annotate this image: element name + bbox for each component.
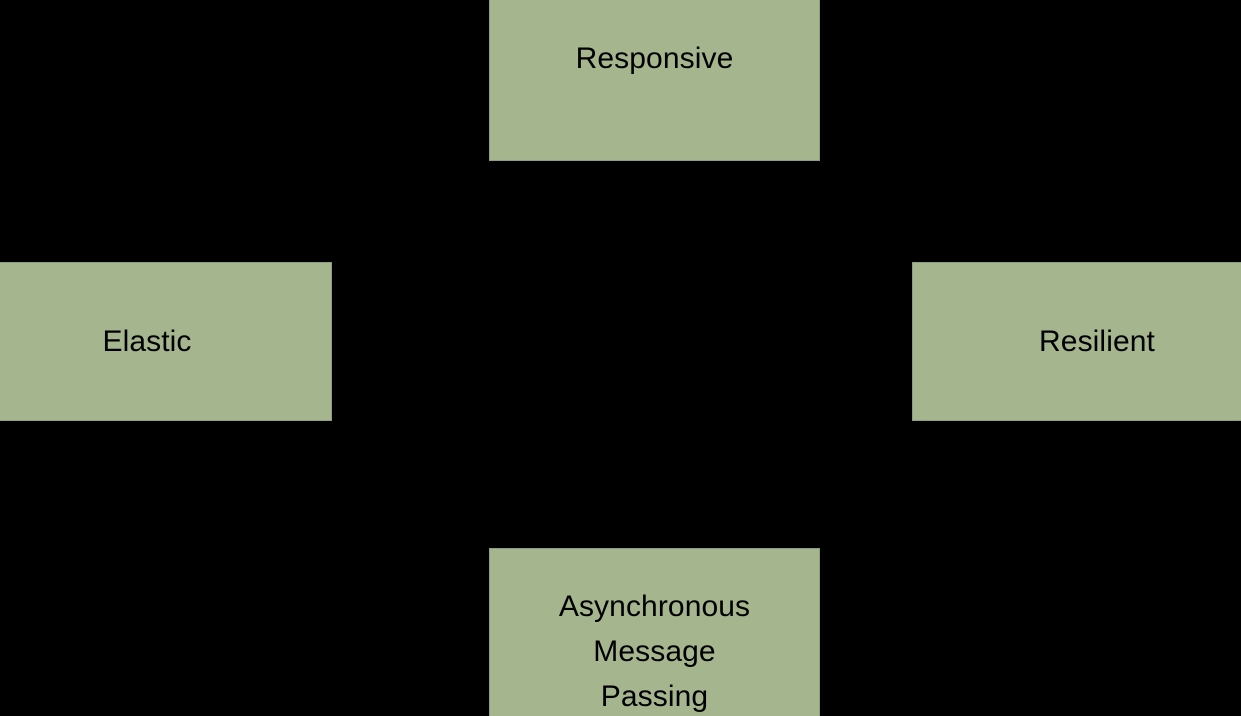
connector-elastic-top — [165, 243, 168, 265]
connector-resilient-left — [892, 339, 914, 342]
node-elastic[interactable]: Elastic — [0, 262, 332, 421]
connector-async-right — [818, 626, 840, 629]
connector-elastic-bottom — [165, 418, 168, 440]
node-responsive[interactable]: Responsive — [489, 0, 820, 161]
connector-elastic-right — [330, 339, 352, 342]
node-resilient-label: Resilient — [1039, 325, 1155, 358]
connector-async-left — [470, 626, 492, 629]
node-resilient[interactable]: Resilient — [912, 262, 1241, 421]
node-asynchronous-message-passing-label: Asynchronous Message Passing — [558, 589, 751, 713]
connector-responsive-right — [818, 81, 840, 84]
connector-responsive-left — [470, 81, 492, 84]
connector-resilient-top — [1074, 243, 1077, 265]
node-responsive-label: Responsive — [575, 41, 734, 75]
connector-resilient-bottom — [1074, 418, 1077, 440]
node-elastic-label: Elastic — [102, 325, 192, 358]
node-asynchronous-message-passing[interactable]: Asynchronous Message Passing — [489, 548, 820, 716]
